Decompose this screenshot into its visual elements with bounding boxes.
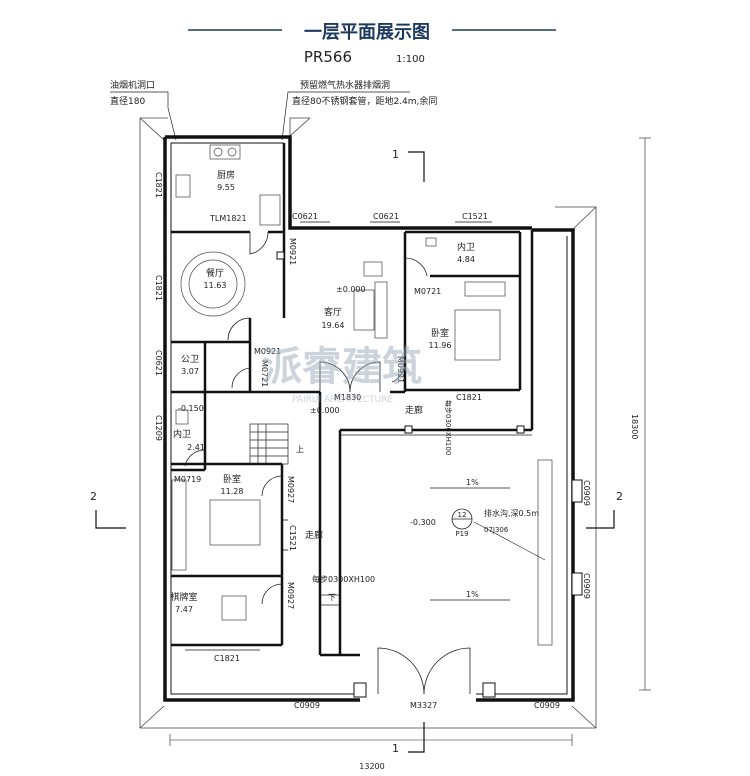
plan-scale: 1:100 bbox=[396, 54, 425, 65]
room-bed-l-name: 卧室 bbox=[223, 473, 241, 485]
note-hood-hole: 油烟机洞口 bbox=[110, 79, 155, 91]
exterior-walls-inner bbox=[170, 142, 568, 695]
room-chess-area: 7.47 bbox=[175, 605, 193, 614]
tag-c1209: C1209 bbox=[154, 415, 163, 441]
corridor-label-1: 走廊 bbox=[405, 404, 423, 416]
room-living-area: 19.64 bbox=[322, 321, 345, 330]
room-bath-r-name: 内卫 bbox=[457, 241, 475, 253]
door-swings bbox=[184, 231, 471, 695]
yard-level: -0.300 bbox=[410, 518, 436, 527]
slope-label-b: 1% bbox=[466, 590, 479, 599]
room-bed-r-area: 11.96 bbox=[429, 341, 452, 350]
tag-m0927-a: M0927 bbox=[286, 476, 295, 503]
section-1-top: 1 bbox=[392, 148, 399, 161]
room-bed-l-area: 11.28 bbox=[221, 487, 244, 496]
room-bath-l-name: 内卫 bbox=[173, 428, 191, 440]
step-note-2: 每步0300XH100 bbox=[444, 400, 453, 455]
entry-level: ±0.000 bbox=[310, 406, 340, 415]
window-marks bbox=[164, 136, 492, 651]
drain-detail-num: 12 bbox=[458, 511, 467, 519]
tag-c0621-a: C0621 bbox=[292, 212, 318, 221]
tag-c0621-left: C0621 bbox=[154, 350, 163, 376]
room-bed-r-name: 卧室 bbox=[431, 327, 449, 339]
tag-c1821-left: C1821 bbox=[154, 275, 163, 301]
note-hood-dia: 直径180 bbox=[110, 95, 145, 107]
drain-atlas: 07J306 bbox=[484, 526, 509, 534]
slope-label-a: 1% bbox=[466, 478, 479, 487]
furniture bbox=[171, 144, 553, 646]
dim-height: 18300 bbox=[630, 414, 639, 439]
tag-m1830: M1830 bbox=[334, 393, 361, 402]
drain-leader bbox=[473, 521, 546, 561]
watermark-sub: PAIRUI ARCHITECTURE bbox=[292, 395, 393, 405]
tag-c0621-b: C0621 bbox=[373, 212, 399, 221]
stair-up-label: 上 bbox=[296, 445, 304, 454]
tag-c0909-bl: C0909 bbox=[294, 701, 320, 710]
leader-hood bbox=[110, 91, 177, 141]
dim-width: 13200 bbox=[359, 762, 384, 771]
page-title: 一层平面展示图 bbox=[304, 22, 430, 43]
plan-code: PR566 bbox=[304, 48, 352, 66]
tag-m0719: M0719 bbox=[174, 475, 201, 484]
section-1-bottom: 1 bbox=[392, 742, 399, 755]
section-marks bbox=[95, 151, 615, 753]
room-chess-name: 棋牌室 bbox=[170, 591, 197, 603]
tag-c1821-bottom: C1821 bbox=[214, 654, 240, 663]
room-dining-area: 11.63 bbox=[204, 281, 227, 290]
interior-walls bbox=[171, 143, 534, 657]
tag-m0921-a: M0921 bbox=[288, 238, 297, 265]
room-bath-l-area: 2.41 bbox=[187, 443, 205, 452]
room-kitchen-area: 9.55 bbox=[217, 183, 235, 192]
leader-gas bbox=[281, 91, 410, 141]
window-posts bbox=[276, 251, 583, 698]
tag-m0927-b: M0927 bbox=[286, 582, 295, 609]
watermark-logo: 派睿建筑 bbox=[262, 344, 422, 390]
tag-c0909-r2: C0909 bbox=[582, 573, 591, 599]
room-bath-r-area: 4.84 bbox=[457, 255, 475, 264]
tag-c1821-mid: C1821 bbox=[456, 393, 482, 402]
room-wc-name: 公卫 bbox=[181, 354, 199, 365]
step-note-1: 每步0300XH100 bbox=[312, 574, 375, 584]
tag-c0909-br: C0909 bbox=[534, 701, 560, 710]
tag-m0921-c: M0921 bbox=[396, 356, 405, 383]
tag-c1821-top: C1821 bbox=[154, 172, 163, 198]
note-gas-pipe: 直径80不锈钢套管，距地2.4m,余同 bbox=[292, 95, 437, 107]
section-2-right: 2 bbox=[616, 490, 623, 503]
drain-detail-ref: P19 bbox=[455, 530, 468, 538]
stair bbox=[249, 423, 289, 465]
tag-m0721-r: M0721 bbox=[414, 287, 441, 296]
living-level: ±0.000 bbox=[336, 285, 366, 294]
stair-down-label: 下 bbox=[328, 593, 336, 602]
room-kitchen-name: 厨房 bbox=[217, 169, 235, 181]
note-gas-hole: 预留燃气热水器排烟洞 bbox=[300, 79, 390, 91]
tag-m3327: M3327 bbox=[410, 701, 437, 710]
tag-c1521-b: C1521 bbox=[288, 525, 297, 551]
room-living-name: 客厅 bbox=[324, 306, 342, 318]
section-2-left: 2 bbox=[90, 490, 97, 503]
drain-label: 排水沟,深0.5m bbox=[484, 508, 539, 518]
eave-outline bbox=[139, 117, 597, 729]
bath-l-level: -0.150 bbox=[178, 404, 204, 413]
room-dining-name: 餐厅 bbox=[206, 267, 224, 279]
tag-c1521: C1521 bbox=[462, 212, 488, 221]
tag-m0921-b: M0921 bbox=[254, 347, 281, 356]
tag-tlm1821: TLM1821 bbox=[209, 214, 247, 223]
step-lines bbox=[320, 434, 532, 606]
tag-c0909-r1: C0909 bbox=[582, 480, 591, 506]
tag-m0721-l: M0721 bbox=[260, 360, 269, 387]
corridor-label-2: 走廊 bbox=[305, 529, 323, 541]
room-wc-area: 3.07 bbox=[181, 367, 199, 376]
